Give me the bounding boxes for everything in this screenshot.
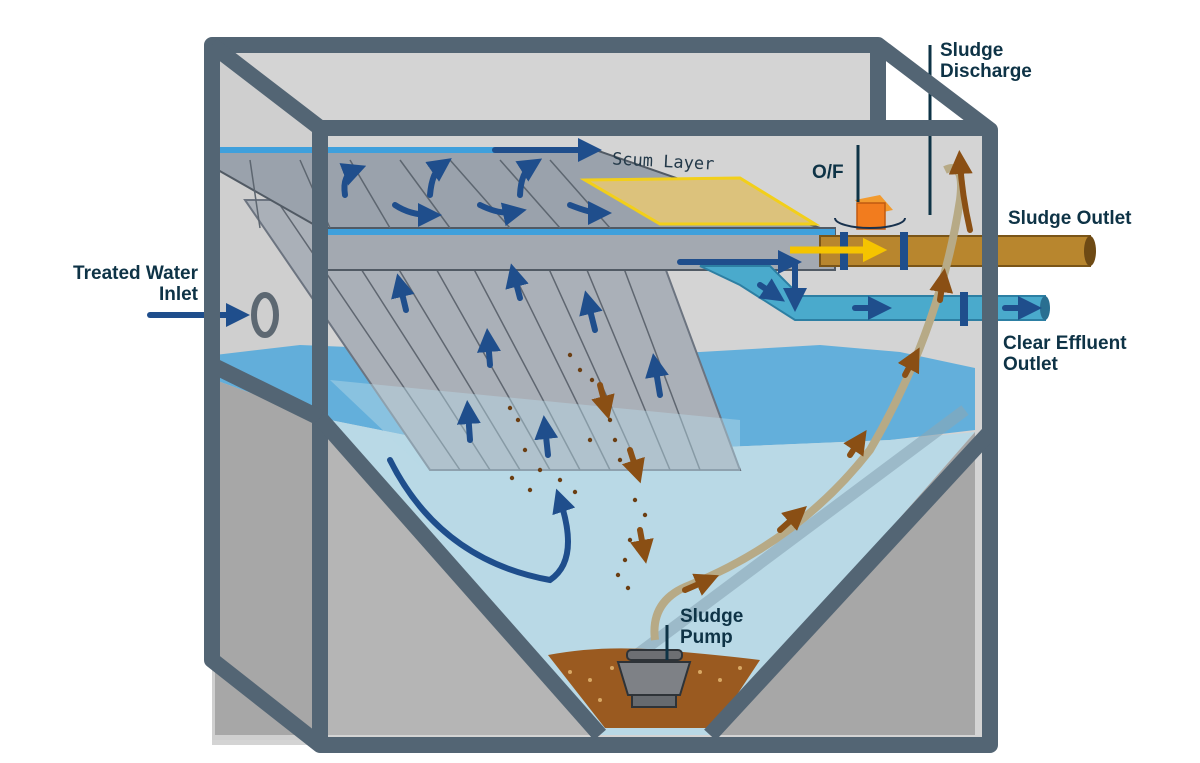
label-line: Outlet <box>1003 354 1058 375</box>
label-line: Inlet <box>158 284 198 305</box>
overflow-valve-icon <box>834 195 906 230</box>
label-line: Discharge <box>940 61 1032 82</box>
tank-frame <box>204 37 998 753</box>
label-line: Clear Effluent <box>1003 333 1127 354</box>
label-clear-effluent-outlet: Clear Effluent Outlet <box>1003 333 1127 375</box>
clarified-water-flow-arrows <box>147 138 1042 584</box>
label-line: Sludge <box>940 40 1004 61</box>
label-line: Pump <box>680 627 733 648</box>
label-line: Treated Water <box>73 263 198 284</box>
label-treated-water-inlet: Treated Water Inlet <box>64 263 198 305</box>
label-sludge-outlet: Sludge Outlet <box>1008 208 1132 229</box>
label-sludge-discharge: Sludge Discharge <box>940 40 1032 82</box>
label-sludge-pump: Sludge Pump <box>680 606 743 648</box>
sludge-flow-arrows <box>591 150 973 596</box>
label-line: Sludge <box>680 606 744 627</box>
settling-particles <box>507 352 648 591</box>
label-overflow: O/F <box>812 162 844 183</box>
scum-layer-tray <box>579 176 821 226</box>
inlet-ring-icon <box>251 292 279 338</box>
